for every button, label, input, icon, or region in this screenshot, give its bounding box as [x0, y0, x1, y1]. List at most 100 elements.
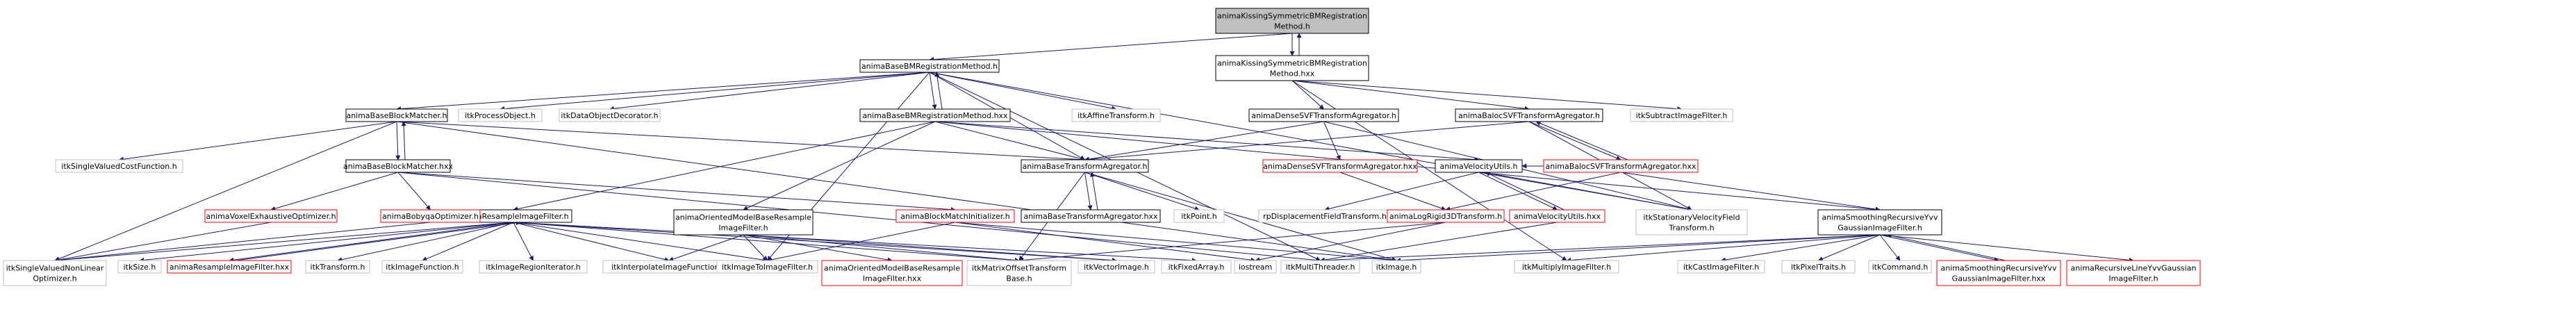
node-resampleFilterHxx[interactable]: animaResampleImageFilter.hxx: [167, 260, 292, 274]
node-itkVectorImage[interactable]: itkVectorImage.h: [1078, 260, 1155, 274]
node-itkAffineTransform[interactable]: itkAffineTransform.h: [1071, 108, 1161, 122]
node-itkTransform[interactable]: itkTransform.h: [305, 260, 370, 274]
node-label: Optimizer.h: [33, 274, 76, 283]
node-baseBMReg[interactable]: animaBaseBMRegistrationMethod.h: [859, 59, 1000, 73]
node-rpDisplacement[interactable]: rpDisplacementFieldTransform.h: [1258, 209, 1392, 223]
edge-balocSVFHxx-to-smoothing: [1620, 172, 1881, 212]
node-itkSubtract[interactable]: itkSubtractImageFilter.h: [1630, 108, 1733, 122]
node-box: [3, 260, 107, 286]
node-box: [1455, 108, 1603, 122]
node-bobyqa[interactable]: animaBobyqaOptimizer.h: [380, 209, 481, 223]
node-itkCast[interactable]: itkCastImageFilter.h: [1677, 260, 1765, 274]
node-resampleFilter[interactable]: animaResampleImageFilter.h: [454, 209, 572, 223]
node-itkSingleValuedCost[interactable]: itkSingleValuedCostFunction.h: [55, 159, 183, 173]
node-itkSize[interactable]: itkSize.h: [117, 260, 162, 274]
node-orientedResampleHxx[interactable]: animaOrientedModelBaseResampleImageFilte…: [821, 260, 963, 286]
node-blockMatchInit[interactable]: animaBlockMatchInitializer.h: [895, 209, 1015, 223]
edge-kissHxx-to-balocSVF: [1291, 80, 1530, 111]
node-itkDataObjectDecorator[interactable]: itkDataObjectDecorator.h: [559, 108, 661, 122]
node-itkFixedArray[interactable]: itkFixedArray.h: [1161, 260, 1232, 274]
node-label: itkFixedArray.h: [1169, 263, 1225, 272]
edge-balocSVF-to-balocSVFHxx: [1528, 121, 1621, 160]
edge-resampleFilter-to-itkInterpolate: [513, 222, 670, 262]
edge-kissHxx-to-itkSubtract: [1291, 80, 1683, 112]
node-box: [673, 209, 814, 236]
node-label: GaussianImageFilter.h: [1838, 224, 1922, 233]
node-label: itkTransform.h: [311, 263, 365, 272]
node-orientedResample[interactable]: animaOrientedModelBaseResampleImageFilte…: [673, 209, 814, 236]
edge-resampleFilter-to-itkMatrixOffset: [513, 222, 1020, 263]
edge-blockMatchInit-to-iostream: [955, 222, 1256, 263]
node-box: [1215, 8, 1369, 34]
node-itkImageRegionIterator[interactable]: itkImageRegionIterator.h: [479, 260, 588, 274]
edge-baseBMReg-to-itkDataObjectDecorator: [609, 72, 930, 111]
node-recursiveLine[interactable]: animaRecursiveLineYvvGaussianImageFilter…: [2066, 260, 2201, 286]
node-iostream[interactable]: iostream: [1234, 260, 1277, 274]
node-itkMultiply[interactable]: itkMultiplyImageFilter.h: [1514, 260, 1619, 274]
edge-resampleFilter-to-resampleFilterHxx: [229, 222, 514, 263]
node-velocityUtilsHxx[interactable]: animaVelocityUtils.hxx: [1509, 209, 1605, 223]
edge-orientedResample-to-itkVectorImage: [743, 234, 1117, 263]
node-smoothingHxx[interactable]: animaSmoothingRecursiveYvvGaussianImageF…: [1936, 260, 2061, 286]
node-itkPixelTraits[interactable]: itkPixelTraits.h: [1781, 260, 1856, 274]
node-denseSVF[interactable]: animaDenseSVFTransformAgregator.h: [1248, 108, 1399, 122]
node-kissHxx[interactable]: animaKissingSymmetricBMRegistrationMetho…: [1215, 55, 1369, 81]
node-smoothing[interactable]: animaSmoothingRecursiveYvvGaussianImageF…: [1817, 209, 1942, 236]
edge-blockMatchInit-to-itkImage: [955, 222, 1397, 263]
node-root: animaKissingSymmetricBMRegistrationMetho…: [1215, 8, 1369, 34]
edge-smoothing-to-smoothingHxx: [1879, 234, 1999, 263]
node-box: [1021, 159, 1149, 173]
edge-kissHxx-to-denseSVF: [1291, 80, 1325, 110]
node-box: [167, 260, 292, 274]
edge-root-to-baseBMReg: [929, 33, 1293, 63]
node-label: animaBalocSVFTransformAgregator.h: [1458, 111, 1600, 120]
node-itkInterpolate[interactable]: itkInterpolateImageFunction.h: [602, 260, 736, 274]
edge-baseBlockMatcher-to-itkSingleValuedNonLinear: [54, 121, 397, 261]
edge-orientedResample-to-itkImageToImage: [743, 234, 768, 261]
node-baseBlockMatcher[interactable]: animaBaseBlockMatcher.h: [345, 108, 448, 122]
edge-baseBlockMatcher-to-baseTransformAgg: [396, 121, 1086, 163]
node-itkProcessObject[interactable]: itkProcessObject.h: [458, 108, 543, 122]
node-logRigid[interactable]: animaLogRigid3DTransform.h: [1387, 209, 1505, 223]
node-label: animaBobyqaOptimizer.h: [382, 212, 479, 221]
node-label: animaBaseBMRegistrationMethod.hxx: [862, 111, 1008, 120]
edges: [54, 33, 2134, 263]
node-itkImageToImage[interactable]: itkImageToImageFilter.h: [716, 260, 818, 274]
node-itkMultiThreader[interactable]: itkMultiThreader.h: [1280, 260, 1360, 274]
node-baseBMRegHxx[interactable]: animaBaseBMRegistrationMethod.hxx: [859, 108, 1011, 122]
node-balocSVFHxx[interactable]: animaBalocSVFTransformAgregator.hxx: [1543, 159, 1699, 173]
node-velocityUtils[interactable]: animaVelocityUtils.h: [1435, 159, 1523, 173]
node-label: itkPoint.h: [1181, 212, 1217, 221]
node-label: animaKissingSymmetricBMRegistration: [1217, 59, 1367, 68]
node-itkImageFunction[interactable]: itkImageFunction.h: [381, 260, 463, 274]
edge-baseBMReg-to-itkProcessObject: [499, 72, 930, 111]
node-voxelExhaustive[interactable]: animaVoxelExhaustiveOptimizer.h: [204, 209, 338, 223]
node-box: [305, 260, 370, 274]
node-box: [381, 260, 463, 274]
node-balocSVF[interactable]: animaBalocSVFTransformAgregator.h: [1455, 108, 1603, 122]
node-baseBlockMatcherHxx[interactable]: animaBaseBlockMatcher.hxx: [343, 159, 454, 173]
node-baseTransformAgg[interactable]: animaBaseTransformAgregator.h: [1021, 159, 1149, 173]
edge-smoothingHxx-to-smoothing: [1886, 233, 2006, 261]
node-box: [716, 260, 818, 274]
node-label: ImageFilter.hxx: [863, 274, 922, 283]
node-baseTransformAggHxx[interactable]: animaBaseTransformAgregator.hxx: [1021, 209, 1161, 223]
node-itkCommand[interactable]: itkCommand.h: [1868, 260, 1932, 274]
node-denseSVFHxx[interactable]: animaDenseSVFTransformAgregator.hxx: [1262, 159, 1418, 173]
node-label: itkImageToImageFilter.h: [722, 263, 813, 272]
node-box: [1387, 209, 1505, 223]
edge-blockMatchInit-to-itkImageToImage: [766, 222, 956, 263]
node-box: [821, 260, 963, 286]
node-box: [380, 209, 481, 223]
node-itkImage[interactable]: itkImage.h: [1371, 260, 1421, 274]
edge-velocityUtils-to-rpDisplacement: [1324, 172, 1479, 211]
node-label: GaussianImageFilter.hxx: [1952, 274, 2046, 283]
edge-baseBlockMatcher-to-itkImage: [396, 121, 1397, 263]
node-label: itkMatrixOffsetTransform: [972, 264, 1066, 273]
node-box: [1262, 159, 1418, 173]
node-itkPoint[interactable]: itkPoint.h: [1173, 209, 1225, 223]
node-label: animaBalocSVFTransformAgregator.hxx: [1545, 162, 1696, 171]
